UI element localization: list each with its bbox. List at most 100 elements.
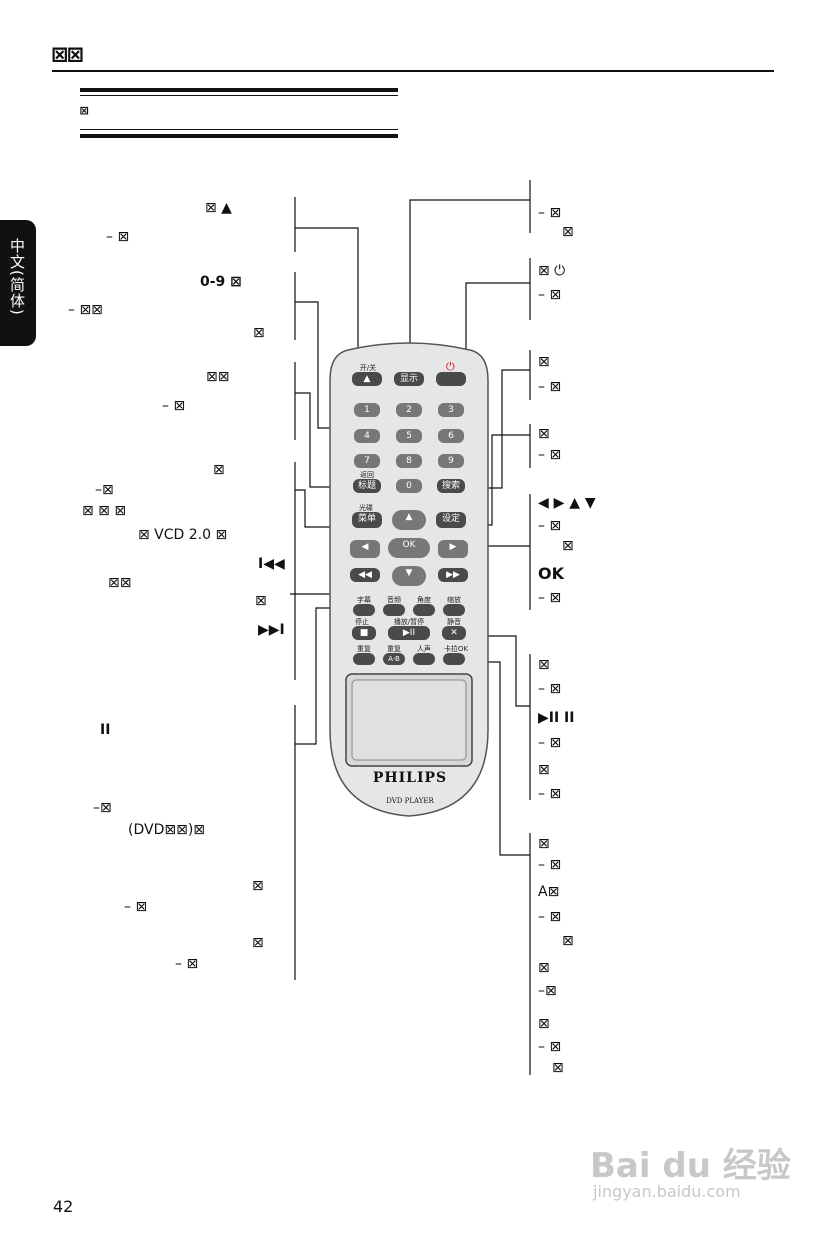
zoom-button[interactable] bbox=[443, 604, 465, 616]
display-button[interactable]: 显示 bbox=[394, 372, 424, 386]
digit-7-button[interactable]: 7 bbox=[354, 454, 380, 468]
mute-button[interactable]: ✕ bbox=[442, 626, 466, 640]
play-pause-label: 播放/暂停 bbox=[393, 618, 425, 626]
digit-0-button[interactable]: 0 bbox=[396, 479, 422, 493]
stop-button[interactable]: ■ bbox=[352, 626, 376, 640]
previous-button[interactable]: ◀◀ bbox=[350, 568, 380, 582]
remote-brand: PHILIPS bbox=[372, 770, 448, 786]
vocal-button[interactable] bbox=[413, 653, 435, 665]
right-label-r6e: ⊠ bbox=[538, 762, 550, 778]
left-label-l2c: ⊠ bbox=[253, 325, 265, 341]
left-label-l1a: ⊠ ▲ bbox=[205, 200, 232, 216]
left-label-l7b: (DVD⊠⊠)⊠ bbox=[128, 822, 206, 838]
left-label-l5a: I◀◀ bbox=[258, 556, 285, 572]
subtitle-label: 字幕 bbox=[357, 596, 371, 604]
right-label-r6f: – ⊠ bbox=[538, 786, 562, 802]
nav-up-button[interactable]: ▲ bbox=[392, 510, 426, 530]
nav-down-button[interactable]: ▼ bbox=[392, 566, 426, 586]
power-icon: ⏻ bbox=[446, 360, 455, 373]
right-label-r7d: – ⊠ bbox=[538, 909, 562, 925]
right-label-r7j: ⊠ bbox=[552, 1060, 564, 1076]
stop-label: 停止 bbox=[355, 618, 369, 626]
next-button[interactable]: ▶▶ bbox=[438, 568, 468, 582]
left-label-l5b: ⊠⊠ bbox=[108, 575, 132, 591]
subtitle-button[interactable] bbox=[353, 604, 375, 616]
power-button[interactable] bbox=[436, 372, 466, 386]
angle-button[interactable] bbox=[413, 604, 435, 616]
left-label-l4c: ⊠ ⊠ ⊠ bbox=[82, 503, 127, 519]
right-label-r2a: ⊠ ⏻ bbox=[538, 263, 566, 279]
left-label-l5c: ⊠ bbox=[255, 593, 267, 609]
right-label-r7f: ⊠ bbox=[538, 960, 550, 976]
setup-button[interactable]: 设定 bbox=[436, 512, 466, 528]
left-label-l1b: – ⊠ bbox=[106, 229, 130, 245]
right-label-r4b: – ⊠ bbox=[538, 447, 562, 463]
left-label-l4a: ⊠ bbox=[213, 462, 225, 478]
language-side-tab: 中文(简体) bbox=[0, 220, 36, 346]
search-button[interactable]: 搜索 bbox=[437, 479, 465, 493]
digit-8-button[interactable]: 8 bbox=[396, 454, 422, 468]
right-label-r1b: ⊠ bbox=[562, 224, 574, 240]
header-title: ⊠⊠ bbox=[52, 40, 84, 70]
right-label-r6b: – ⊠ bbox=[538, 681, 562, 697]
audio-label: 音频 bbox=[387, 596, 401, 604]
section-rule-top2 bbox=[80, 95, 398, 96]
right-label-r7g: –⊠ bbox=[538, 983, 557, 999]
zoom-label: 缩放 bbox=[447, 596, 461, 604]
section-rule-bottom bbox=[80, 129, 398, 130]
left-label-l8a: ⊠ bbox=[252, 878, 264, 894]
karaoke-button[interactable] bbox=[443, 653, 465, 665]
nav-left-button[interactable]: ◀ bbox=[350, 540, 380, 558]
right-label-r5c: ⊠ bbox=[562, 538, 574, 554]
repeat-ab-button[interactable]: A-B bbox=[383, 653, 405, 665]
left-label-l3b: – ⊠ bbox=[162, 398, 186, 414]
right-label-r3b: – ⊠ bbox=[538, 379, 562, 395]
left-label-l7a: –⊠ bbox=[93, 800, 112, 816]
digit-2-button[interactable]: 2 bbox=[396, 403, 422, 417]
open-close-label: 开/关 bbox=[359, 364, 377, 372]
right-label-r2b: – ⊠ bbox=[538, 287, 562, 303]
left-label-l3a: ⊠⊠ bbox=[206, 369, 230, 385]
left-label-l6a: II bbox=[100, 722, 111, 738]
right-label-r6a: ⊠ bbox=[538, 657, 550, 673]
repeat-ab-label: 重复 bbox=[387, 645, 401, 653]
left-label-l2b: – ⊠⊠ bbox=[68, 302, 103, 318]
digit-4-button[interactable]: 4 bbox=[354, 429, 380, 443]
nav-right-button[interactable]: ▶ bbox=[438, 540, 468, 558]
open-close-button[interactable]: ▲ bbox=[352, 372, 382, 386]
digit-9-button[interactable]: 9 bbox=[438, 454, 464, 468]
digit-3-button[interactable]: 3 bbox=[438, 403, 464, 417]
watermark-logo: Bai du 经验 bbox=[590, 1146, 791, 1186]
digit-6-button[interactable]: 6 bbox=[438, 429, 464, 443]
right-label-r7c: A⊠ bbox=[538, 884, 560, 900]
right-label-r4a: ⊠ bbox=[538, 426, 550, 442]
ok-button[interactable]: OK bbox=[388, 538, 430, 558]
right-label-r5b: – ⊠ bbox=[538, 518, 562, 534]
right-label-r7e: ⊠ bbox=[562, 933, 574, 949]
remote-model: DVD PLAYER bbox=[386, 797, 434, 805]
right-label-r1a: – ⊠ bbox=[538, 205, 562, 221]
right-label-r6d: – ⊠ bbox=[538, 735, 562, 751]
right-label-r7h: ⊠ bbox=[538, 1016, 550, 1032]
play-pause-button[interactable]: ▶II bbox=[388, 626, 430, 640]
title-button[interactable]: 标题 bbox=[353, 479, 381, 493]
repeat-button[interactable] bbox=[353, 653, 375, 665]
right-label-r6c: ▶II II bbox=[538, 710, 575, 726]
menu-button[interactable]: 菜单 bbox=[352, 512, 382, 528]
digit-5-button[interactable]: 5 bbox=[396, 429, 422, 443]
vocal-label: 人声 bbox=[417, 645, 431, 653]
section-rule-top bbox=[80, 88, 398, 92]
right-label-r5a: ◀ ▶ ▲ ▼ bbox=[538, 495, 596, 511]
page-number: 42 bbox=[53, 1197, 74, 1216]
language-tab-label: 中文(简体) bbox=[8, 238, 26, 316]
right-label-r7a: ⊠ bbox=[538, 836, 550, 852]
left-label-l9b: – ⊠ bbox=[175, 956, 199, 972]
left-label-l4d: ⊠ VCD 2.0 ⊠ bbox=[138, 527, 228, 543]
left-label-l9a: ⊠ bbox=[252, 935, 264, 951]
watermark-url: jingyan.baidu.com bbox=[593, 1182, 741, 1201]
section-rule-bottom2 bbox=[80, 134, 398, 138]
audio-button[interactable] bbox=[383, 604, 405, 616]
left-label-l8b: – ⊠ bbox=[124, 899, 148, 915]
back-label: 返回 bbox=[360, 471, 374, 479]
digit-1-button[interactable]: 1 bbox=[354, 403, 380, 417]
